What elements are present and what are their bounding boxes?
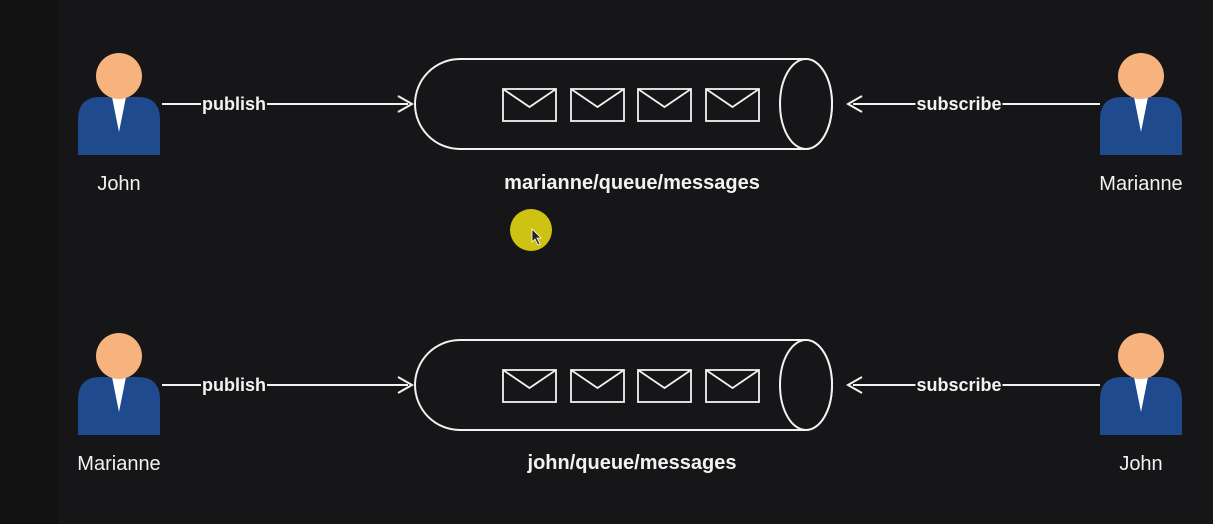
envelope-icon xyxy=(637,369,692,403)
mouse-pointer-icon xyxy=(531,228,542,246)
envelope-icon xyxy=(502,88,557,122)
envelope-icon xyxy=(570,88,625,122)
publisher-person-icon xyxy=(78,333,160,435)
left-edge-strip xyxy=(0,0,58,524)
envelope-icon xyxy=(502,369,557,403)
message-envelope-icons xyxy=(502,88,760,122)
row-1 xyxy=(78,53,1182,155)
cursor-highlight-icon xyxy=(510,209,552,251)
publish-label: publish xyxy=(201,375,267,395)
envelope-icon xyxy=(637,88,692,122)
envelope-icon xyxy=(705,369,760,403)
row-2 xyxy=(78,333,1182,435)
publisher-name: Marianne xyxy=(77,453,161,475)
queue-name: marianne/queue/messages xyxy=(504,172,760,194)
subscriber-person-icon xyxy=(1100,53,1182,155)
publish-arrow xyxy=(162,95,415,113)
subscriber-person-icon xyxy=(1100,333,1182,435)
publish-arrow xyxy=(162,376,415,394)
publisher-name: John xyxy=(97,173,141,195)
subscribe-label: subscribe xyxy=(915,375,1003,395)
publish-label: publish xyxy=(201,94,267,114)
queue-name: john/queue/messages xyxy=(527,452,737,474)
subscriber-name: Marianne xyxy=(1099,173,1183,195)
message-envelope-icons xyxy=(502,369,760,403)
subscriber-name: John xyxy=(1119,453,1163,475)
publisher-person-icon xyxy=(78,53,160,155)
envelope-icon xyxy=(705,88,760,122)
subscribe-label: subscribe xyxy=(915,94,1003,114)
envelope-icon xyxy=(570,369,625,403)
